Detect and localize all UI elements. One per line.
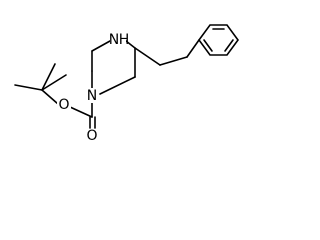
label-mask-o-ester	[57, 97, 71, 112]
bond-ring-ch2-a-nh	[91, 40, 111, 52]
atom-h-ring-amine: H	[119, 32, 130, 48]
bond-o-ester-tert-c	[41, 89, 59, 105]
bond-carbonyl-c-o-ester	[69, 106, 93, 118]
bond-ring-ch2-c-ncarbamate	[99, 76, 136, 95]
phenyl-double-bond-2	[224, 39, 234, 52]
bond-tert-c-methyl-right	[41, 74, 67, 91]
atom-n-ring-amine: N	[109, 32, 119, 48]
chemical-structure-diagram: N H N O O	[14, 24, 239, 144]
atom-o-ester: O	[58, 97, 69, 113]
bond-tert-c-methyl-top	[41, 63, 56, 91]
atom-n-carbamate: N	[87, 88, 97, 104]
bond-ring-nh-stereocenter	[125, 40, 136, 49]
phenyl-ring	[198, 24, 239, 56]
bond-tert-c-methyl-left	[14, 84, 43, 91]
bond-ethyl-2-phenyl	[186, 39, 200, 58]
label-mask-nh	[110, 32, 126, 49]
bond-ethyl-1-ethyl-2	[159, 56, 188, 66]
label-mask-n-carbamate	[85, 88, 99, 103]
atom-o-carbonyl: O	[86, 128, 97, 144]
bond-stereocenter-ethyl-1	[134, 47, 161, 66]
phenyl-double-bond-3	[203, 39, 213, 52]
